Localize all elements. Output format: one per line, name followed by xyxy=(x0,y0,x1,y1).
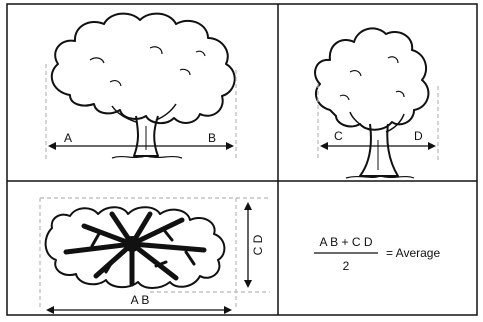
crown-top-view-icon xyxy=(46,207,225,288)
outer-frame xyxy=(7,4,477,315)
panel-top-right: C D xyxy=(315,28,438,178)
label-cd: C D xyxy=(251,234,265,255)
label-a: A xyxy=(64,131,72,145)
formula-denominator: 2 xyxy=(343,259,350,273)
tree-small-icon xyxy=(315,28,428,178)
label-ab: A B xyxy=(131,293,150,307)
formula-numerator: A B + C D xyxy=(319,235,372,249)
panel-bottom-left: C D A B xyxy=(40,198,270,314)
formula-result: = Average xyxy=(386,246,440,260)
measure-arrow-ab-horizontal xyxy=(46,306,232,314)
label-c: C xyxy=(334,129,343,143)
panel-top-left: A B xyxy=(46,14,236,160)
panel-bottom-right: A B + C D 2 = Average xyxy=(314,235,440,273)
label-b: B xyxy=(208,131,216,145)
label-d: D xyxy=(414,129,423,143)
panel-grid xyxy=(7,4,477,315)
crown-bounding-guides xyxy=(40,198,270,310)
measure-arrow-ab xyxy=(48,142,234,150)
